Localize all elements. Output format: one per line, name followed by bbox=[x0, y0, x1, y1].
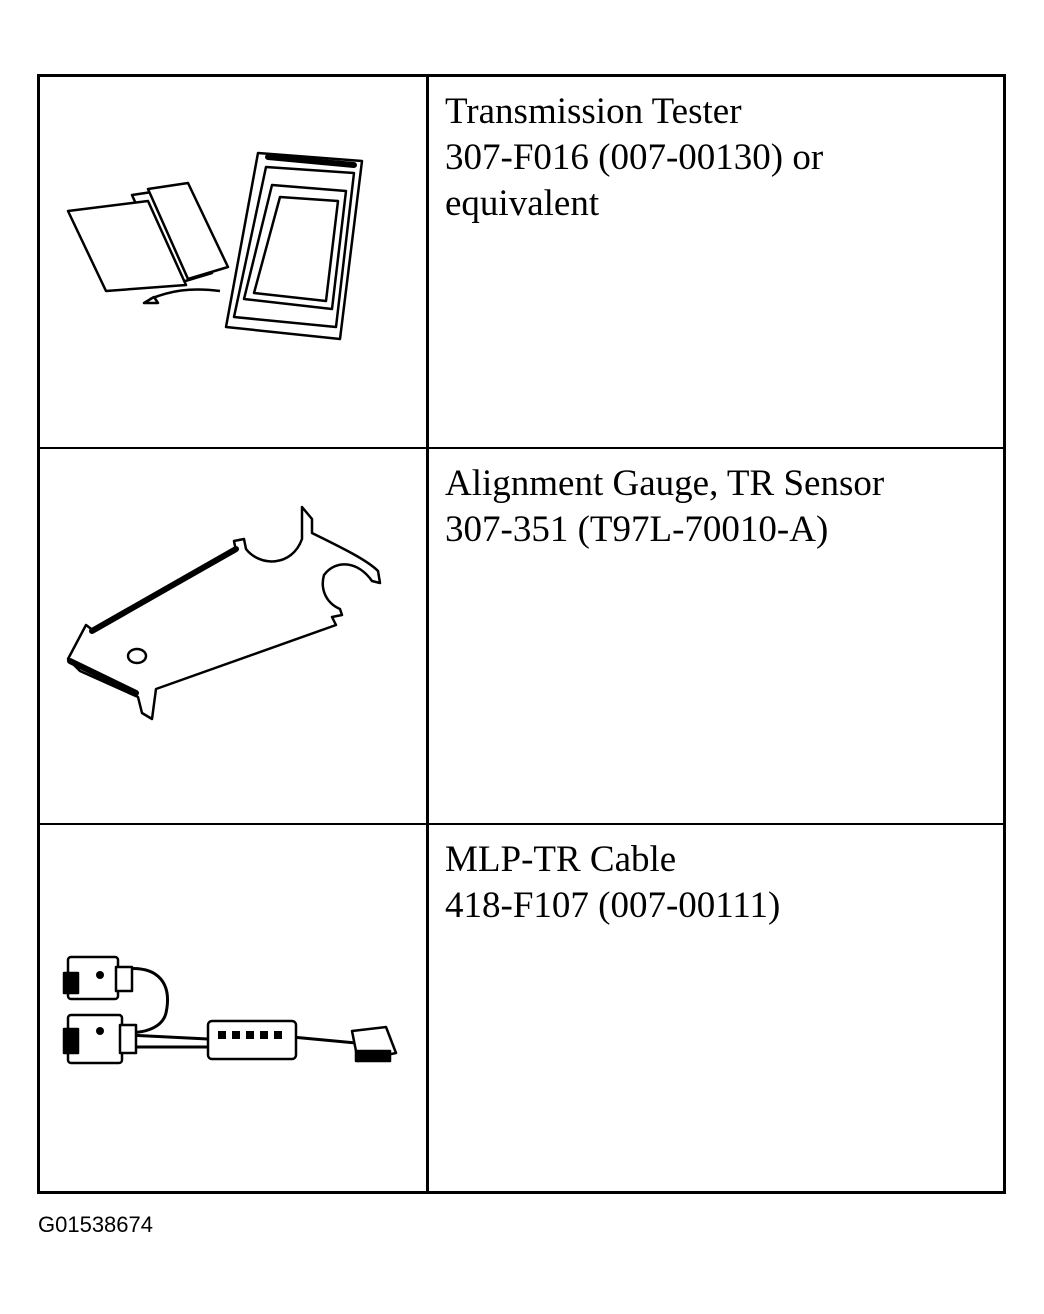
alignment-gauge-icon bbox=[66, 505, 382, 721]
column-divider bbox=[426, 77, 429, 1191]
tool-description: Alignment Gauge, TR Sensor 307-351 (T97L… bbox=[445, 461, 995, 553]
figure-id: G01538674 bbox=[38, 1212, 153, 1237]
illustration-cell bbox=[40, 825, 426, 1191]
tool-table: Transmission Tester 307-F016 (007-00130)… bbox=[37, 74, 1006, 1194]
tool-row-transmission-tester: Transmission Tester 307-F016 (007-00130)… bbox=[40, 77, 1003, 449]
tool-note: equivalent bbox=[445, 183, 600, 224]
tool-description: Transmission Tester 307-F016 (007-00130)… bbox=[445, 89, 995, 227]
tool-description: MLP-TR Cable 418-F107 (007-00111) bbox=[445, 837, 995, 929]
tool-row-alignment-gauge: Alignment Gauge, TR Sensor 307-351 (T97L… bbox=[40, 449, 1003, 825]
tool-number: 307-F016 (007-00130) or bbox=[445, 137, 824, 178]
tool-number: 418-F107 (007-00111) bbox=[445, 885, 781, 926]
transmission-tester-icon bbox=[66, 151, 364, 341]
tool-row-mlp-tr-cable: MLP-TR Cable 418-F107 (007-00111) bbox=[40, 825, 1003, 1191]
tool-name: Transmission Tester bbox=[445, 91, 742, 132]
tool-number: 307-351 (T97L-70010-A) bbox=[445, 509, 829, 550]
tool-name: Alignment Gauge, TR Sensor bbox=[445, 463, 885, 504]
illustration-cell bbox=[40, 449, 426, 823]
mlp-tr-cable-icon bbox=[62, 955, 398, 1065]
illustration-cell bbox=[40, 77, 426, 447]
tool-name: MLP-TR Cable bbox=[445, 839, 677, 880]
